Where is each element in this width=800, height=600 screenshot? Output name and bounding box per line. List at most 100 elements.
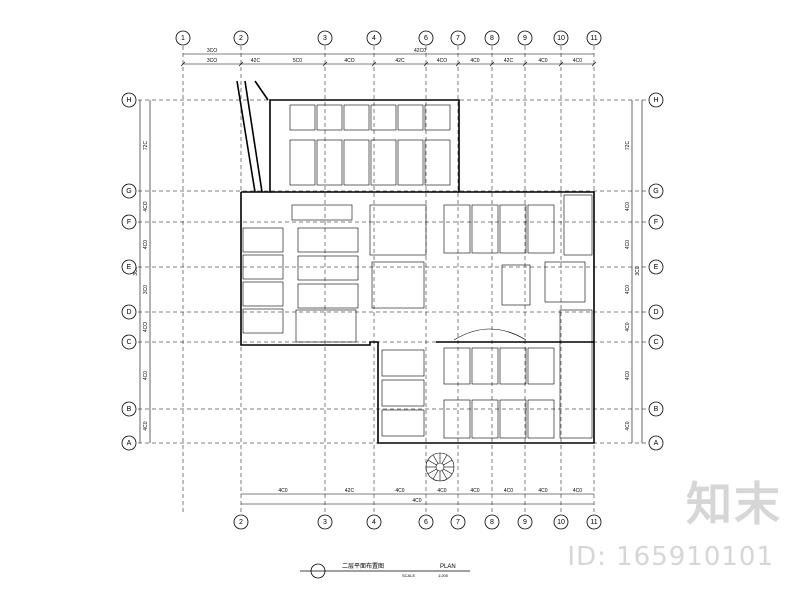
stair-rail-2 (244, 80, 263, 193)
right-upper-room-3 (527, 204, 555, 254)
axis-bubble-top-6-circle (418, 30, 434, 46)
axis-bubble-top-9: 9 (517, 30, 533, 46)
dim-bottom-7: 4C0 (573, 488, 582, 494)
dim-tick-top-7 (522, 61, 528, 67)
axis-bubble-left-E: E (121, 259, 137, 275)
axis-bubble-left-E-circle (121, 259, 137, 275)
dim-right-3: 4C0 (625, 285, 631, 294)
lower-room-b-1 (471, 399, 499, 439)
lower-room-1 (471, 347, 499, 385)
axis-bubble-bottom-11-label: 11 (590, 519, 597, 526)
axis-bubble-right-F-circle (648, 214, 664, 230)
spiral-step-10 (441, 454, 448, 464)
top-room-2 (343, 104, 370, 131)
axis-bubble-top-10: 10 (553, 30, 569, 46)
axis-bubble-left-F: F (121, 214, 137, 230)
top-room-0 (289, 104, 316, 131)
axis-bubble-left-D-label: D (126, 309, 131, 316)
lower-left-room-2 (381, 409, 425, 437)
dim-bottom-total: 4C0 (412, 498, 421, 504)
axis-bubble-left-F-label: F (127, 219, 131, 226)
axis-bubble-bottom-9-circle (517, 514, 533, 530)
mid-left-room-1 (297, 255, 359, 281)
axis-bubble-left-H: H (121, 92, 137, 108)
dim-left-3: 3C0 (143, 285, 149, 294)
axis-bubble-top-6-label: 6 (424, 35, 428, 42)
dim-right-total: 3C0 (635, 266, 641, 275)
axis-bubble-bottom-4-label: 4 (372, 519, 376, 526)
axis-bubble-left-B-circle (121, 401, 137, 417)
axis-bubble-left-A: A (121, 435, 137, 451)
axis-bubble-right-C-circle (648, 334, 664, 350)
axis-bubble-bottom-2: 2 (233, 514, 249, 530)
top-room-3 (370, 104, 397, 131)
dim-top2-9: 4C0 (573, 58, 582, 64)
dim-tick-top-8 (558, 61, 564, 67)
lower-room-b-2 (499, 399, 527, 439)
axis-bubble-right-D-circle (648, 304, 664, 320)
axis-bubble-left-C-label: C (126, 339, 131, 346)
axis-bubble-top-7-label: 7 (456, 35, 460, 42)
top-suite-2 (343, 139, 370, 186)
dim-right-0: 72C (625, 141, 631, 151)
top-room-1 (316, 104, 343, 131)
dim-left-total: 3C0 (133, 266, 139, 275)
dim-top2-1: 42C (251, 58, 261, 64)
axis-bubble-bottom-8: 8 (484, 514, 500, 530)
top-suite-0 (289, 139, 316, 186)
dim-tick-top-1 (238, 61, 244, 67)
axis-bubble-right-B-label: B (654, 406, 659, 413)
dim-left-1: 4CO (143, 201, 149, 211)
axis-bubble-bottom-10: 10 (553, 514, 569, 530)
mid-left-room-2 (297, 283, 359, 309)
dim-bottom-5: 4C0 (504, 488, 513, 494)
dim-left-0: 72C (143, 141, 149, 151)
axis-bubble-top-9-circle (517, 30, 533, 46)
axis-bubble-right-D-label: D (653, 309, 658, 316)
axis-bubble-left-F-circle (121, 214, 137, 230)
axis-bubble-top-4-label: 4 (372, 35, 376, 42)
lobby-room (369, 204, 427, 256)
axis-bubble-left-D: D (121, 304, 137, 320)
axis-bubble-left-G-label: G (126, 188, 131, 195)
left-room-1 (242, 254, 284, 280)
dim-bottom-4: 4C0 (470, 488, 479, 494)
axis-bubble-bottom-7: 7 (450, 514, 466, 530)
dim-right-6: 4C0 (625, 421, 631, 430)
axis-bubble-top-1: 1 (175, 30, 191, 46)
axis-bubble-left-B: B (121, 401, 137, 417)
axis-bubble-top-10-label: 10 (557, 35, 565, 42)
axis-bubble-left-H-circle (121, 92, 137, 108)
room-layout (242, 104, 593, 482)
axis-bubble-left-D-circle (121, 304, 137, 320)
axis-bubble-bottom-4-circle (366, 514, 382, 530)
axis-bubble-right-A-label: A (654, 440, 659, 447)
axis-bubble-right-E: E (648, 259, 664, 275)
dim-right-1: 4C0 (625, 202, 631, 211)
axis-bubble-bottom-8-label: 8 (490, 519, 494, 526)
dim-tick-top-3 (371, 61, 377, 67)
axis-bubble-top-9-label: 9 (523, 35, 527, 42)
axis-bubble-bottom-3-circle (317, 514, 333, 530)
axis-bubble-left-A-label: A (127, 440, 132, 447)
dim-top1-0: 3CO (207, 48, 217, 54)
left-room-2 (242, 281, 284, 307)
axis-bubble-top-3-circle (317, 30, 333, 46)
axis-bubble-top-4: 4 (366, 30, 382, 46)
axis-bubble-left-G-circle (121, 183, 137, 199)
right-strip-rooms (559, 309, 593, 439)
axis-bubble-right-A: A (648, 435, 664, 451)
axis-bubble-bottom-9: 9 (517, 514, 533, 530)
axis-bubble-bottom-7-circle (450, 514, 466, 530)
axis-bubble-top-3: 3 (317, 30, 333, 46)
top-suite-5 (424, 139, 451, 186)
axis-bubble-bottom-3-label: 3 (323, 519, 327, 526)
left-corridor-room (291, 204, 353, 221)
top-suite-1 (316, 139, 343, 186)
building-walls (236, 80, 595, 444)
axis-bubble-bottom-4: 4 (366, 514, 382, 530)
dim-top2-2: 5C0 (293, 58, 302, 64)
spiral-step-11 (443, 459, 453, 466)
top-suite-3 (370, 139, 397, 186)
